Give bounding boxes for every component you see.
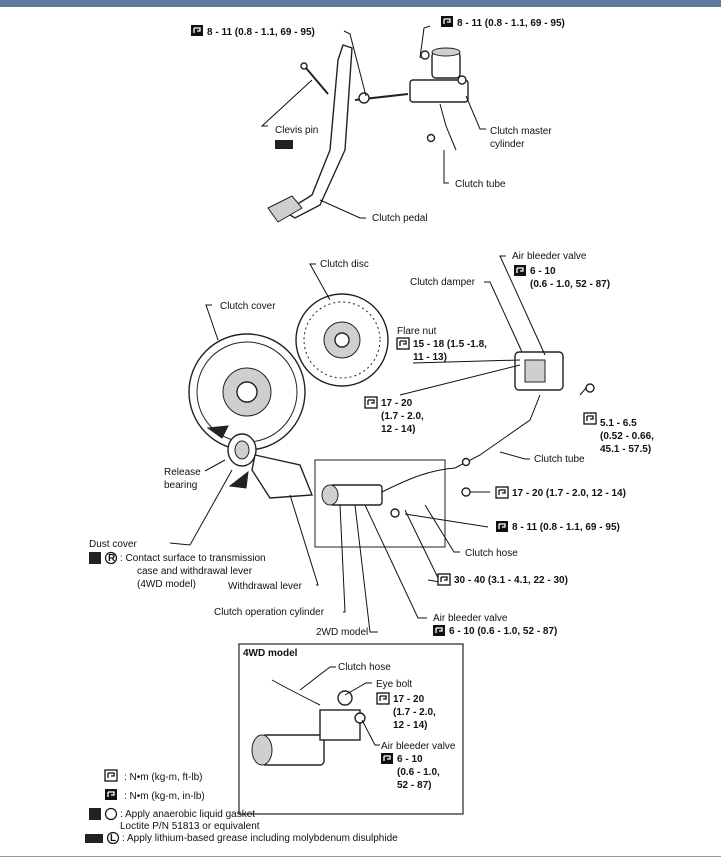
r-mark-icon (104, 807, 118, 821)
label-release-bearing-2: bearing (164, 480, 197, 491)
label-box-clutch-hose: Clutch hose (338, 662, 391, 673)
label-clevis-pin: Clevis pin (275, 125, 318, 136)
label-clutch-tube-mid: Clutch tube (534, 454, 585, 465)
legend: : N•m (kg-m, ft-lb) : N•m (kg-m, in-lb) … (85, 769, 398, 845)
torque-wrench-inlb-icon (495, 520, 509, 533)
label-clutch-cover: Clutch cover (220, 301, 276, 312)
label-clutch-master-cylinder-2: cylinder (490, 139, 525, 150)
torque-wrench-ftlb-icon (376, 692, 390, 705)
label-air-bleeder-torque-top-1: 6 - 10 (530, 266, 556, 277)
label-clutch-pedal: Clutch pedal (372, 213, 428, 224)
clutch-pedal-assembly (267, 44, 469, 223)
clutch-cover (188, 333, 306, 451)
clutch-disc (295, 293, 389, 387)
legend-nm-inlb: : N•m (kg-m, in-lb) (124, 791, 205, 802)
label-torque-8-11-mid: 8 - 11 (0.8 - 1.1, 69 - 95) (512, 522, 620, 533)
label-air-bleeder-valve-top: Air bleeder valve (512, 251, 587, 262)
grease-icon (85, 834, 103, 843)
torque-wrench-inlb-icon (190, 24, 204, 37)
legend-grease: : Apply lithium-based grease including m… (122, 833, 398, 844)
label-2wd-model: 2WD model (316, 627, 368, 638)
label-letter-r: R (108, 553, 116, 564)
4wd-operation-cylinder (251, 666, 380, 766)
label-mid-torque-2: (1.7 - 2.0, (381, 411, 424, 422)
label-right-torque-2: (0.52 - 0.66, (600, 431, 654, 442)
gasket-icon (89, 808, 101, 820)
grease-icon (275, 140, 293, 149)
label-air-bleeder-torque-mid: 6 - 10 (0.6 - 1.0, 52 - 87) (449, 626, 557, 637)
label-box-eye-bolt: Eye bolt (376, 679, 412, 690)
torque-wrench-ftlb-icon (396, 337, 410, 350)
label-contact-note-3: (4WD model) (137, 579, 196, 590)
legend-gasket-1: : Apply anaerobic liquid gasket (120, 809, 255, 820)
label-top-left-torque: 8 - 11 (0.8 - 1.1, 69 - 95) (207, 27, 315, 38)
label-clutch-disc: Clutch disc (320, 259, 369, 270)
label-clutch-master-cylinder-1: Clutch master (490, 126, 552, 137)
label-mid-torque-1: 17 - 20 (381, 398, 413, 409)
torque-wrench-inlb-icon (380, 752, 394, 765)
legend-nm-ftlb: : N•m (kg-m, ft-lb) (124, 772, 203, 783)
release-bearing (206, 425, 314, 499)
label-air-bleeder-torque-top-2: (0.6 - 1.0, 52 - 87) (530, 279, 610, 290)
label-box-eye-torque-1: 17 - 20 (393, 694, 425, 705)
legend-letter-l: L (110, 833, 116, 844)
label-dust-cover: Dust cover (89, 539, 137, 550)
label-top-right-torque: 8 - 11 (0.8 - 1.1, 69 - 95) (457, 18, 565, 29)
clutch-operation-cylinder (321, 484, 400, 518)
torque-wrench-inlb-icon (432, 624, 446, 637)
label-torque-30-40: 30 - 40 (3.1 - 4.1, 22 - 30) (454, 575, 568, 586)
label-clutch-tube-top: Clutch tube (455, 179, 506, 190)
label-withdrawal-lever: Withdrawal lever (228, 581, 303, 592)
label-clutch-operation-cylinder: Clutch operation cylinder (214, 607, 325, 618)
label-box-air-torque-2: (0.6 - 1.0, (397, 767, 440, 778)
label-4wd-title: 4WD model (243, 648, 298, 659)
label-box-air-torque-3: 52 - 87) (397, 780, 431, 791)
torque-wrench-ftlb-icon (104, 769, 118, 782)
torque-wrench-inlb-icon (104, 788, 118, 801)
label-right-torque-1: 5.1 - 6.5 (600, 418, 637, 429)
bottom-divider (0, 856, 721, 857)
label-contact-note-1: : Contact surface to transmission (120, 553, 266, 564)
label-mid-torque-3: 12 - 14) (381, 424, 415, 435)
torque-wrench-inlb-icon (513, 264, 527, 277)
2wd-model-frame (314, 459, 446, 548)
label-air-bleeder-valve-mid: Air bleeder valve (433, 613, 508, 624)
label-box-air-bleeder: Air bleeder valve (381, 741, 456, 752)
label-flare-nut: Flare nut (397, 326, 437, 337)
clutch-damper (514, 351, 595, 393)
leader-lines (169, 25, 587, 633)
torque-wrench-ftlb-icon (583, 412, 597, 425)
label-flare-nut-torque-2: 11 - 13) (413, 352, 447, 363)
legend-gasket-2: Loctite P/N 51813 or equivalent (120, 821, 260, 832)
gasket-icon (89, 552, 101, 564)
label-contact-note-2: case and withdrawal lever (137, 566, 253, 577)
label-box-eye-torque-2: (1.7 - 2.0, (393, 707, 436, 718)
label-box-air-torque-1: 6 - 10 (397, 754, 423, 765)
torque-wrench-ftlb-icon (364, 396, 378, 409)
torque-wrench-ftlb-icon (437, 573, 451, 586)
label-clutch-hose-mid: Clutch hose (465, 548, 518, 559)
label-right-torque-3: 45.1 - 57.5) (600, 444, 651, 455)
label-box-eye-torque-3: 12 - 14) (393, 720, 427, 731)
torque-wrench-inlb-icon (440, 15, 454, 28)
label-clutch-damper: Clutch damper (410, 277, 476, 288)
label-flare-nut-torque-1: 15 - 18 (1.5 -1.8, (413, 339, 487, 350)
window-top-bar (0, 0, 721, 7)
diagram-labels: 8 - 11 (0.8 - 1.1, 69 - 95) 8 - 11 (0.8 … (89, 15, 654, 791)
torque-wrench-ftlb-icon (495, 486, 509, 499)
label-torque-17-20: 17 - 20 (1.7 - 2.0, 12 - 14) (512, 488, 626, 499)
label-release-bearing-1: Release (164, 467, 201, 478)
